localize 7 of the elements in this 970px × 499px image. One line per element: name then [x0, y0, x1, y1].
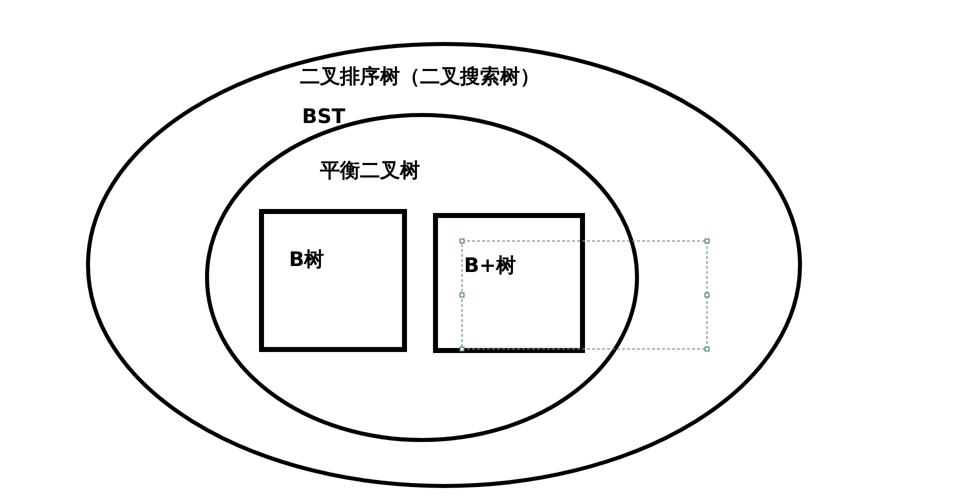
set-label: 二叉排序树（二叉搜索树）	[300, 64, 540, 88]
set-abbreviation: BST	[302, 104, 346, 128]
square-box	[433, 213, 585, 353]
set-label: 平衡二叉树	[320, 158, 420, 182]
set-label: B+树	[464, 253, 516, 277]
square-box	[259, 209, 407, 352]
set-label: B树	[289, 247, 324, 271]
